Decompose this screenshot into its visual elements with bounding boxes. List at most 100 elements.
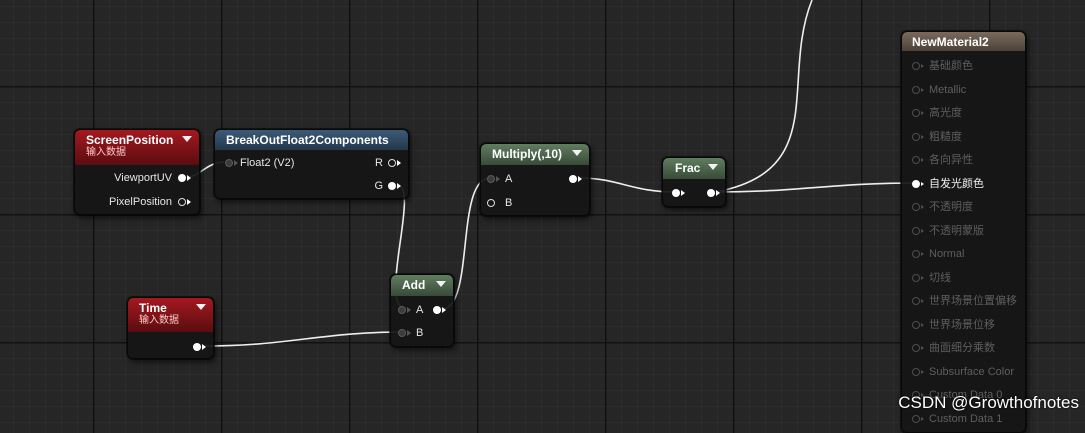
material-pin-label: 粗糙度 <box>929 130 962 143</box>
input-pin-a[interactable] <box>398 306 406 314</box>
material-pin-row[interactable]: 高光度 <box>912 107 962 119</box>
node-title: Frac <box>675 161 701 175</box>
output-pin-time[interactable] <box>193 343 201 351</box>
pin-circle-icon[interactable] <box>912 414 920 423</box>
material-pin-row[interactable]: 自发光颜色 <box>912 178 984 190</box>
material-pin-label: Subsurface Color <box>929 365 1014 378</box>
frac-node[interactable]: Frac <box>662 157 726 207</box>
pin-circle-icon[interactable] <box>912 367 920 376</box>
node-subtitle: 输入数据 <box>139 315 179 326</box>
pin-arrow-icon <box>921 205 924 209</box>
add-node[interactable]: Add A B <box>390 274 454 347</box>
input-label-a: A <box>416 304 424 316</box>
output-label-viewportuv: ViewportUV <box>114 172 172 184</box>
material-pin-row[interactable]: 世界场景位移 <box>912 319 995 331</box>
input-pin-a[interactable] <box>487 175 495 183</box>
material-pin-row[interactable]: 世界场景位置偏移 <box>912 295 1017 307</box>
material-result-node[interactable]: NewMaterial2 基础颜色 Metallic 高光度粗糙度各向异性自发光颜色… <box>901 31 1026 433</box>
pin-arrow-icon <box>187 175 191 181</box>
output-pin-viewportuv[interactable] <box>178 174 186 182</box>
pin-circle-icon[interactable] <box>912 391 920 399</box>
output-pin-result[interactable] <box>569 175 577 183</box>
output-pin-result[interactable] <box>433 306 441 314</box>
material-pin-label: 各向异性 <box>929 154 973 166</box>
node-subtitle: 输入数据 <box>86 147 126 158</box>
node-title: NewMaterial2 <box>912 35 989 49</box>
material-pin-label: 高光度 <box>929 107 962 119</box>
pin-circle-icon[interactable] <box>912 320 920 329</box>
multiply-node[interactable]: Multiply(,10) A B <box>480 143 590 216</box>
time-header[interactable]: Time 输入数据 <box>128 298 213 332</box>
input-pin[interactable] <box>672 189 680 197</box>
pin-circle-icon[interactable] <box>912 273 920 282</box>
material-pin-label: Custom Data 1 <box>929 412 1003 425</box>
pin-arrow-icon <box>921 64 924 68</box>
pin-circle-icon[interactable] <box>912 156 920 164</box>
material-pin-row[interactable]: 不透明蒙版 <box>912 225 984 237</box>
material-pin-label: 切线 <box>929 271 951 284</box>
output-pin-r[interactable] <box>388 159 396 167</box>
collapse-arrow-icon[interactable] <box>196 304 206 310</box>
material-pin-row[interactable]: 切线 <box>912 272 951 284</box>
breakout-float2-header[interactable]: BreakOutFloat2Components <box>215 130 408 150</box>
time-node[interactable]: Time 输入数据 <box>127 297 214 359</box>
pin-circle-icon[interactable] <box>912 179 920 188</box>
material-pin-label: Metallic <box>929 83 967 96</box>
pin-circle-icon[interactable] <box>912 85 920 94</box>
node-title: ScreenPosition <box>86 133 174 147</box>
material-pin-row[interactable]: 曲面细分乘数 <box>912 342 995 354</box>
material-pin-label: 不透明度 <box>929 201 973 213</box>
material-pin-row[interactable]: 基础颜色 <box>912 60 973 72</box>
pin-arrow-icon <box>921 346 924 350</box>
pin-circle-icon[interactable] <box>912 62 920 70</box>
collapse-arrow-icon[interactable] <box>572 150 582 156</box>
pin-arrow-icon <box>202 344 206 350</box>
input-pin-b[interactable] <box>398 329 406 337</box>
collapse-arrow-icon[interactable] <box>708 164 718 170</box>
input-label-float2: Float2 (V2) <box>240 157 295 169</box>
input-pin-b[interactable] <box>487 199 495 207</box>
pin-circle-icon[interactable] <box>912 226 920 235</box>
pin-arrow-icon <box>921 228 924 233</box>
output-pin-g[interactable] <box>388 182 396 190</box>
pin-arrow-icon <box>496 176 500 182</box>
pin-circle-icon[interactable] <box>912 109 920 117</box>
multiply-header[interactable]: Multiply(,10) <box>481 144 589 165</box>
collapse-arrow-icon[interactable] <box>436 281 446 287</box>
material-pin-row[interactable]: 不透明度 <box>912 201 973 213</box>
input-label-a: A <box>505 173 513 185</box>
material-header[interactable]: NewMaterial2 <box>902 32 1025 51</box>
pin-arrow-icon <box>921 322 924 327</box>
material-pin-row[interactable]: 粗糙度 <box>912 131 962 143</box>
material-pin-label: 曲面细分乘数 <box>929 342 995 354</box>
pin-arrow-icon <box>187 199 191 205</box>
add-header[interactable]: Add <box>391 275 453 296</box>
breakout-float2-node[interactable]: BreakOutFloat2Components Float2 (V2) R G <box>214 129 409 199</box>
pin-circle-icon[interactable] <box>912 297 920 305</box>
input-pin-float2[interactable] <box>225 159 233 167</box>
pin-circle-icon[interactable] <box>912 132 920 141</box>
material-pin-row[interactable]: Custom Data 0 <box>912 389 1002 401</box>
material-pin-row[interactable]: Custom Data 1 <box>912 413 1002 425</box>
material-pin-row[interactable]: Normal <box>912 248 964 260</box>
node-title: BreakOutFloat2Components <box>226 133 389 147</box>
collapse-arrow-icon[interactable] <box>182 136 192 142</box>
screen-position-header[interactable]: ScreenPosition 输入数据 <box>75 130 199 165</box>
pin-circle-icon[interactable] <box>912 344 920 352</box>
output-pin[interactable] <box>707 189 715 197</box>
pin-arrow-icon <box>397 183 401 189</box>
pin-circle-icon[interactable] <box>912 250 920 258</box>
wire-time-to-add-b <box>202 331 404 347</box>
material-pin-row[interactable]: Subsurface Color <box>912 366 1014 378</box>
material-pin-label: Custom Data 0 <box>929 389 1003 401</box>
output-pin-pixelposition[interactable] <box>178 198 186 206</box>
watermark: CSDN @Growthofnotes <box>898 393 1079 412</box>
frac-header[interactable]: Frac <box>663 158 725 179</box>
screen-position-node[interactable]: ScreenPosition 输入数据 ViewportUV PixelPosi… <box>74 129 200 215</box>
pin-arrow-icon <box>921 134 924 139</box>
input-label-b: B <box>416 327 424 339</box>
pin-circle-icon[interactable] <box>912 203 920 211</box>
material-pin-row[interactable]: 各向异性 <box>912 154 973 166</box>
pin-arrow-icon <box>921 416 924 421</box>
material-pin-row[interactable]: Metallic <box>912 84 966 96</box>
